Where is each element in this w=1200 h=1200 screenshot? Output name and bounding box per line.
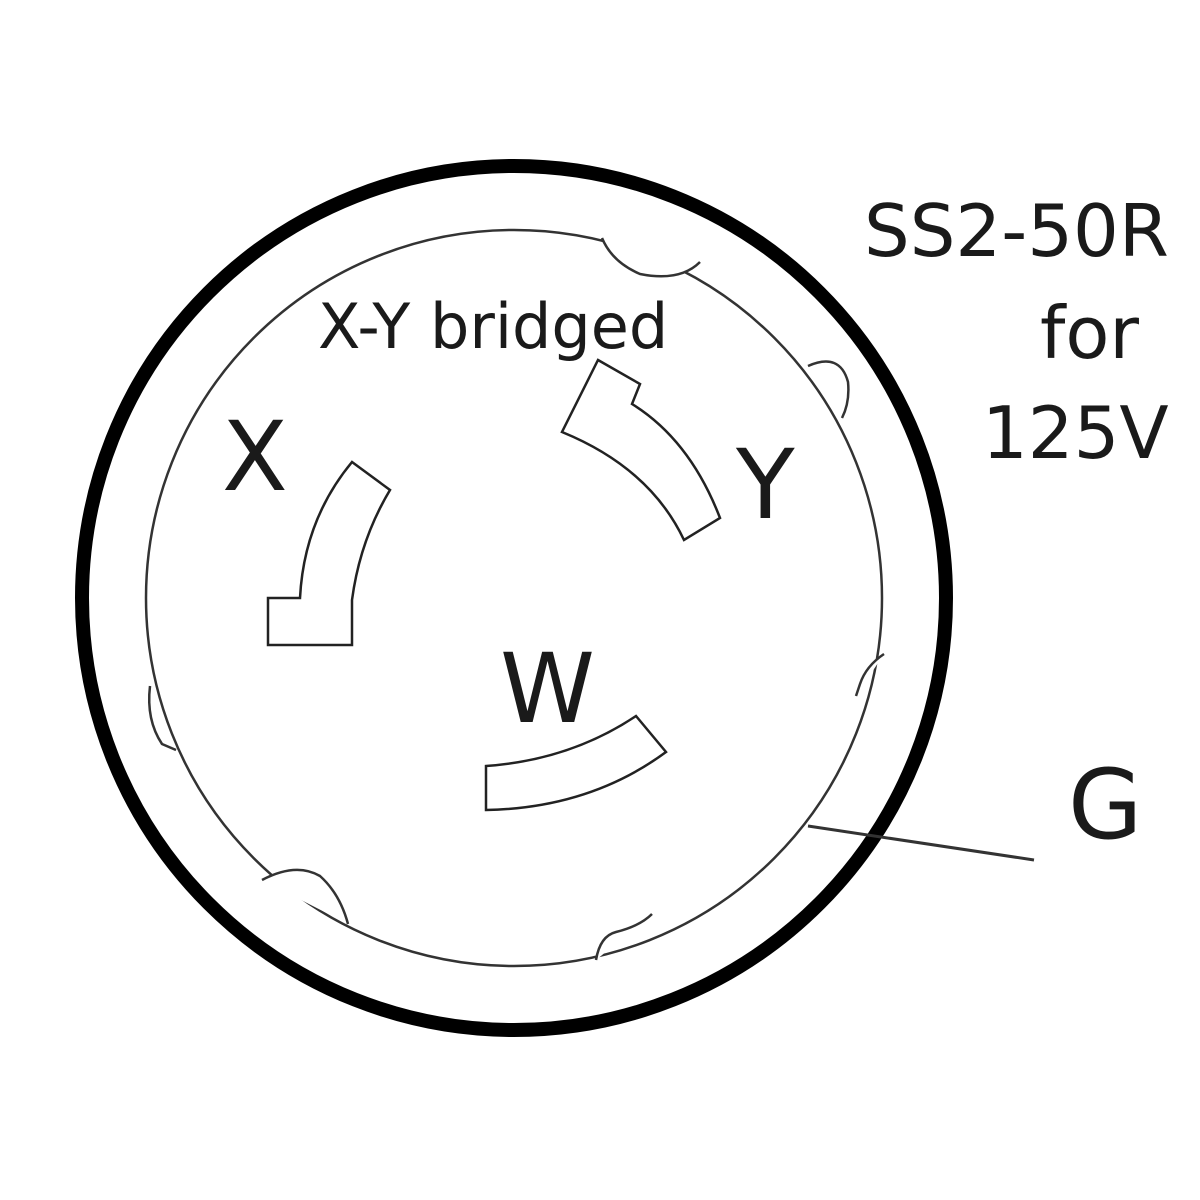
blade-slot-x (266, 460, 392, 647)
notch-bottom-left (261, 868, 350, 925)
terminal-label-y: Y (735, 429, 795, 541)
bridge-note: X-Y bridged (318, 290, 668, 363)
inner-face (144, 228, 884, 968)
notch-top (600, 237, 701, 278)
blade-slot-w (484, 714, 668, 812)
notch-right (854, 652, 885, 697)
model-title-line-1: SS2-50R (864, 189, 1169, 273)
ground-leader-line (807, 824, 1035, 862)
terminal-label-x: X (222, 401, 288, 513)
blade-slot-y (560, 358, 722, 542)
terminal-label-w: W (500, 633, 595, 745)
model-title-line-3: 125V (982, 391, 1169, 475)
outer-ring (75, 159, 953, 1037)
notch-top-right (807, 360, 850, 419)
notch-left (148, 685, 177, 752)
notch-bottom (594, 913, 653, 961)
terminal-label-g: G (1068, 749, 1142, 861)
face-notches (148, 237, 885, 961)
model-title-line-2: for (1040, 291, 1139, 375)
